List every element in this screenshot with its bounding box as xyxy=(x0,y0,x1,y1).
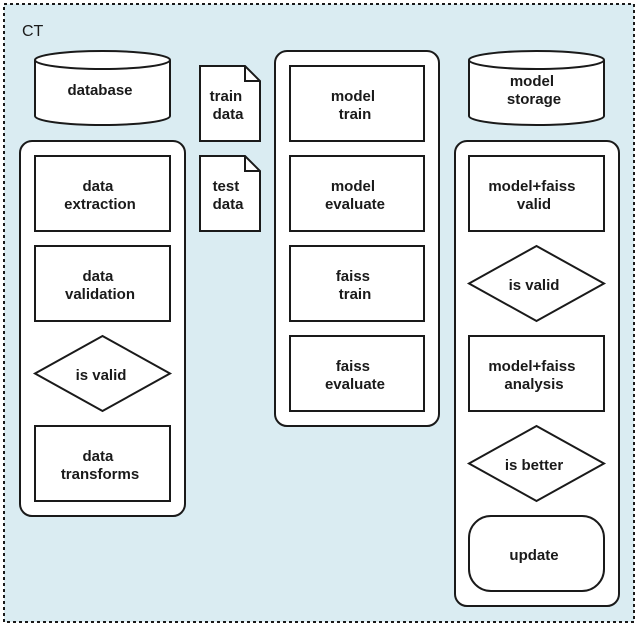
is-better-label: is better xyxy=(505,457,564,474)
data-extraction-box: data extraction xyxy=(34,155,171,232)
model-train-label: model train xyxy=(331,88,379,123)
database-cylinder: database xyxy=(34,50,171,126)
faiss-evaluate-box: faiss evaluate xyxy=(289,335,425,412)
is-valid-right-label: is valid xyxy=(509,277,560,294)
faiss-train-label: faiss train xyxy=(336,268,374,303)
train-data-label: train data xyxy=(210,88,247,123)
is-valid-decision-left: is valid xyxy=(32,334,173,413)
ct-frame-label: CT xyxy=(22,23,44,40)
data-pipeline-group xyxy=(19,140,186,517)
data-validation-box: data validation xyxy=(34,245,171,322)
database-label: database xyxy=(67,82,132,99)
model-faiss-analysis-box: model+faiss analysis xyxy=(468,335,605,412)
model-evaluate-label: model evaluate xyxy=(325,178,385,213)
model-storage-label: model storage xyxy=(507,73,561,108)
training-pipeline-group xyxy=(274,50,440,427)
data-validation-label: data validation xyxy=(65,268,135,303)
faiss-train-box: faiss train xyxy=(289,245,425,322)
is-better-decision: is better xyxy=(466,424,607,503)
model-evaluate-box: model evaluate xyxy=(289,155,425,232)
data-transforms-box: data transforms xyxy=(34,425,171,502)
train-data-document: train data xyxy=(199,65,261,142)
is-valid-decision-right: is valid xyxy=(466,244,607,323)
model-train-box: model train xyxy=(289,65,425,142)
data-transforms-label: data transforms xyxy=(61,448,139,483)
model-faiss-valid-box: model+faiss valid xyxy=(468,155,605,232)
update-terminal: update xyxy=(468,515,605,592)
test-data-document: test data xyxy=(199,155,261,232)
model-storage-cylinder: model storage xyxy=(468,50,605,126)
faiss-evaluate-label: faiss evaluate xyxy=(325,358,385,393)
is-valid-left-label: is valid xyxy=(76,367,127,384)
data-extraction-label: data extraction xyxy=(64,178,136,213)
model-faiss-analysis-label: model+faiss analysis xyxy=(488,358,579,393)
test-data-label: test data xyxy=(213,178,245,213)
model-faiss-valid-label: model+faiss valid xyxy=(488,178,579,213)
update-label: update xyxy=(509,547,558,564)
